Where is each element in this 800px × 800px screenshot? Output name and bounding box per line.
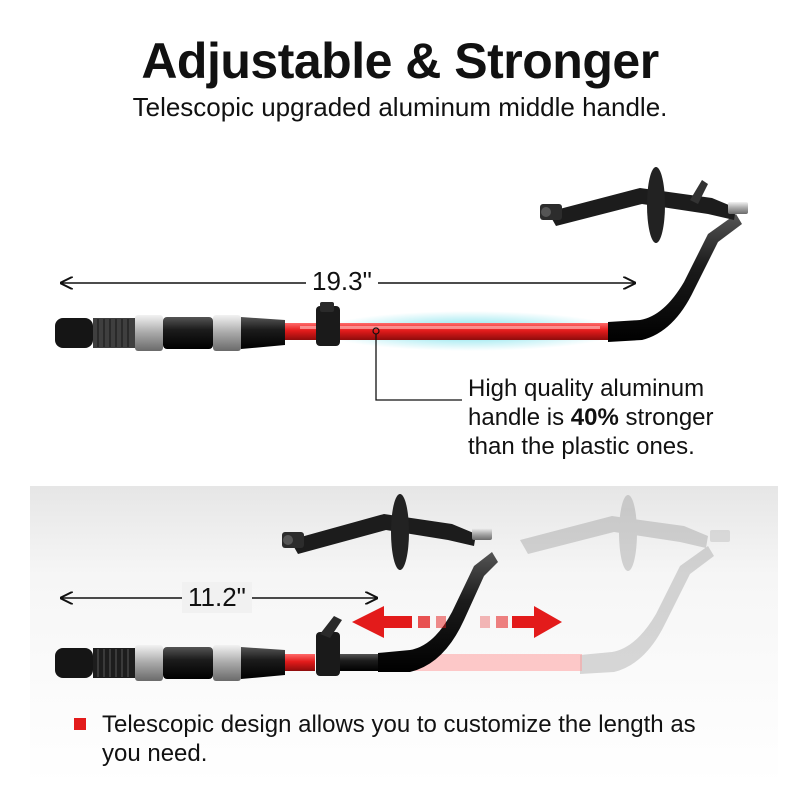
extended-handle [55, 167, 748, 351]
strength-percent: 40% [570, 404, 619, 431]
callout-line-1: High quality aluminum [468, 375, 705, 402]
telescope-direction-arrows [352, 606, 562, 638]
arrow-left-icon [352, 606, 412, 638]
telescopic-note-text: Telescopic design allows you to customiz… [102, 711, 696, 767]
telescopic-note: Telescopic design allows you to customiz… [74, 710, 696, 768]
ghost-extended-handle [520, 495, 730, 674]
ghost-red-tube [400, 654, 582, 671]
retracted-length-label: 11.2" [182, 582, 252, 613]
bullet-square-icon [74, 718, 86, 730]
page-title: Adjustable & Stronger [141, 33, 659, 89]
callout-line-2: handle is 40% stronger [468, 404, 714, 431]
callout-leader-line [375, 334, 462, 401]
callout-line-3: than the plastic ones. [468, 433, 695, 460]
retracted-handle [55, 494, 498, 681]
extended-length-label: 19.3" [306, 266, 378, 297]
page-subtitle: Telescopic upgraded aluminum middle hand… [132, 92, 668, 122]
reel-seat-disc [647, 167, 665, 243]
aluminum-callout: High quality aluminum handle is 40% stro… [468, 374, 714, 461]
arrow-right-icon [512, 606, 562, 638]
